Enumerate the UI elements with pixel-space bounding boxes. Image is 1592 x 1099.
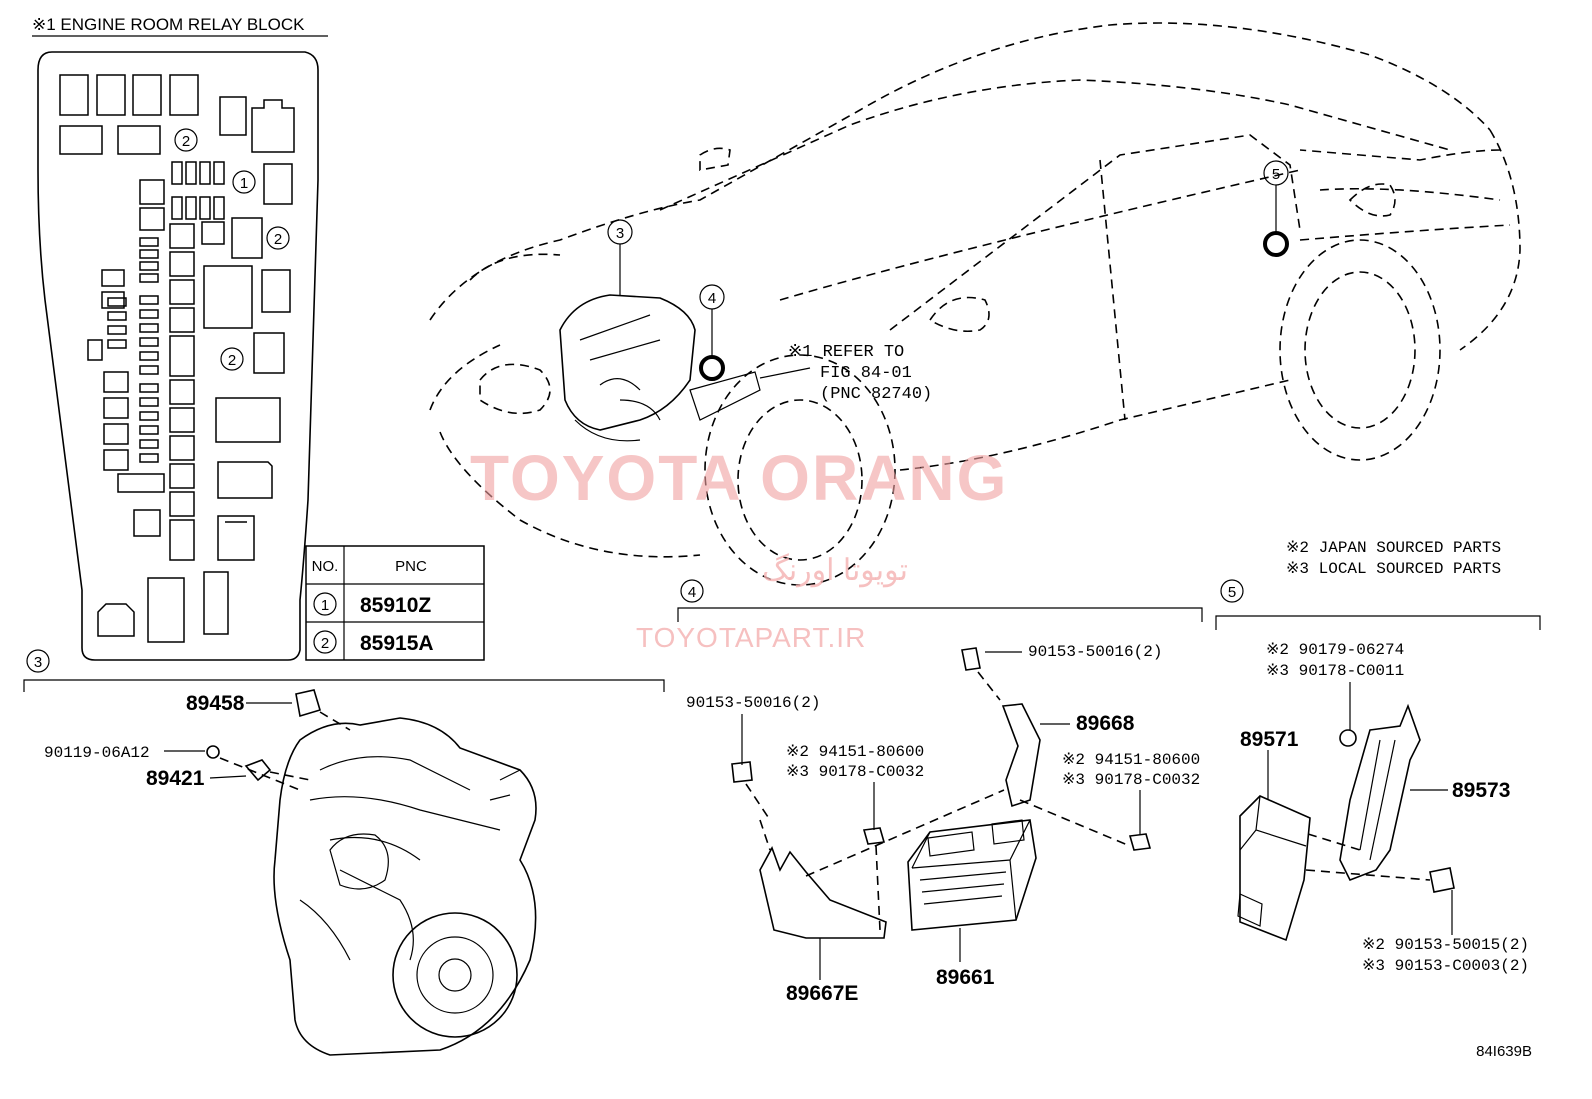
- relay-callout-2b: 2: [266, 226, 290, 250]
- refer-note-line1: ※1 REFER TO: [788, 343, 904, 362]
- pnc-table-row1-pnc: 85910Z: [360, 594, 431, 617]
- svg-text:3: 3: [616, 225, 624, 242]
- section-4: 4 90153-50016(2) 90153-50016(2) ※2 94151…: [677, 579, 1203, 1005]
- svg-text:4: 4: [708, 290, 716, 307]
- part-89421: 89421: [146, 767, 205, 790]
- section-5-number: 5: [1228, 584, 1236, 601]
- nut-right-japan: ※2 94151-80600: [1062, 751, 1200, 769]
- watermark-site: TOYOTAPART.IR: [636, 622, 866, 653]
- svg-text:2: 2: [182, 133, 190, 150]
- section-3: 3 89458 90119-06A12 89421: [23, 649, 665, 1056]
- part-89661: 89661: [936, 966, 995, 989]
- svg-text:5: 5: [1272, 166, 1280, 183]
- relay-block-title: ※1 ENGINE ROOM RELAY BLOCK: [32, 15, 305, 34]
- vehicle-illustration: 3 4 5 ※1 REFER TO FIG 84-01 (PNC 82740): [429, 22, 1521, 586]
- bolt-sec5-japan: ※2 90153-50015(2): [1362, 936, 1529, 954]
- vehicle-callout-4: 4: [699, 284, 725, 310]
- part-90119-06A12: 90119-06A12: [44, 744, 150, 762]
- relay-block-group: ※1 ENGINE ROOM RELAY BLOCK: [32, 15, 485, 661]
- relay-callout-2a: 2: [174, 128, 198, 152]
- nut-sec5-local: ※3 90178-C0011: [1266, 662, 1404, 680]
- svg-text:2: 2: [274, 231, 282, 248]
- legend: ※2 JAPAN SOURCED PARTS ※3 LOCAL SOURCED …: [1286, 539, 1501, 578]
- vehicle-callout-3: 3: [607, 219, 633, 245]
- watermark-persian: تویوتا اورنگ: [762, 553, 908, 588]
- watermark: TOYOTA ORANG تویوتا اورنگ TOYOTAPART.IR: [470, 442, 1008, 653]
- pnc-table-row2-no: 2: [321, 635, 329, 652]
- relay-callout-2c: 2: [220, 347, 244, 371]
- section-5: 5 ※2 90179-06274 ※3 90178-C0011 89573 89…: [1215, 579, 1541, 975]
- pnc-table-row2-pnc: 85915A: [360, 632, 434, 655]
- relay-callout-1: 1: [232, 170, 256, 194]
- bolt-sec5-local: ※3 90153-C0003(2): [1362, 957, 1529, 975]
- relay-block-slots: [59, 74, 295, 643]
- nut-right-local: ※3 90178-C0032: [1062, 771, 1200, 789]
- watermark-main: TOYOTA ORANG: [470, 442, 1008, 514]
- refer-note: ※1 REFER TO FIG 84-01 (PNC 82740): [788, 343, 932, 404]
- pnc-table: NO. PNC 1 85910Z 2 85915A: [305, 545, 485, 661]
- nut-left-japan: ※2 94151-80600: [786, 743, 924, 761]
- legend-local: ※3 LOCAL SOURCED PARTS: [1286, 560, 1501, 578]
- section-3-number: 3: [34, 654, 42, 671]
- refer-note-line3: (PNC 82740): [820, 385, 932, 404]
- part-90153-50016-left: 90153-50016(2): [686, 694, 820, 712]
- pnc-table-header-no: NO.: [312, 558, 339, 575]
- pnc-table-header-pnc: PNC: [395, 558, 427, 575]
- svg-text:1: 1: [240, 175, 248, 192]
- figure-code: 84I639B: [1476, 1043, 1532, 1060]
- relay-block-outline: [37, 51, 319, 661]
- part-89571: 89571: [1240, 728, 1299, 751]
- refer-note-line2: FIG 84-01: [820, 364, 912, 383]
- vehicle-callout-5: 5: [1263, 160, 1289, 186]
- part-89573: 89573: [1452, 779, 1510, 802]
- legend-japan: ※2 JAPAN SOURCED PARTS: [1286, 539, 1501, 557]
- part-89667E: 89667E: [786, 982, 858, 1005]
- part-89668: 89668: [1076, 712, 1135, 735]
- part-90153-50016-right: 90153-50016(2): [1028, 643, 1162, 661]
- nut-sec5-japan: ※2 90179-06274: [1266, 641, 1404, 659]
- nut-left-local: ※3 90178-C0032: [786, 763, 924, 781]
- pnc-table-row1-no: 1: [321, 597, 329, 614]
- section-4-number: 4: [688, 584, 696, 601]
- part-89458: 89458: [186, 692, 245, 715]
- svg-text:2: 2: [228, 352, 236, 369]
